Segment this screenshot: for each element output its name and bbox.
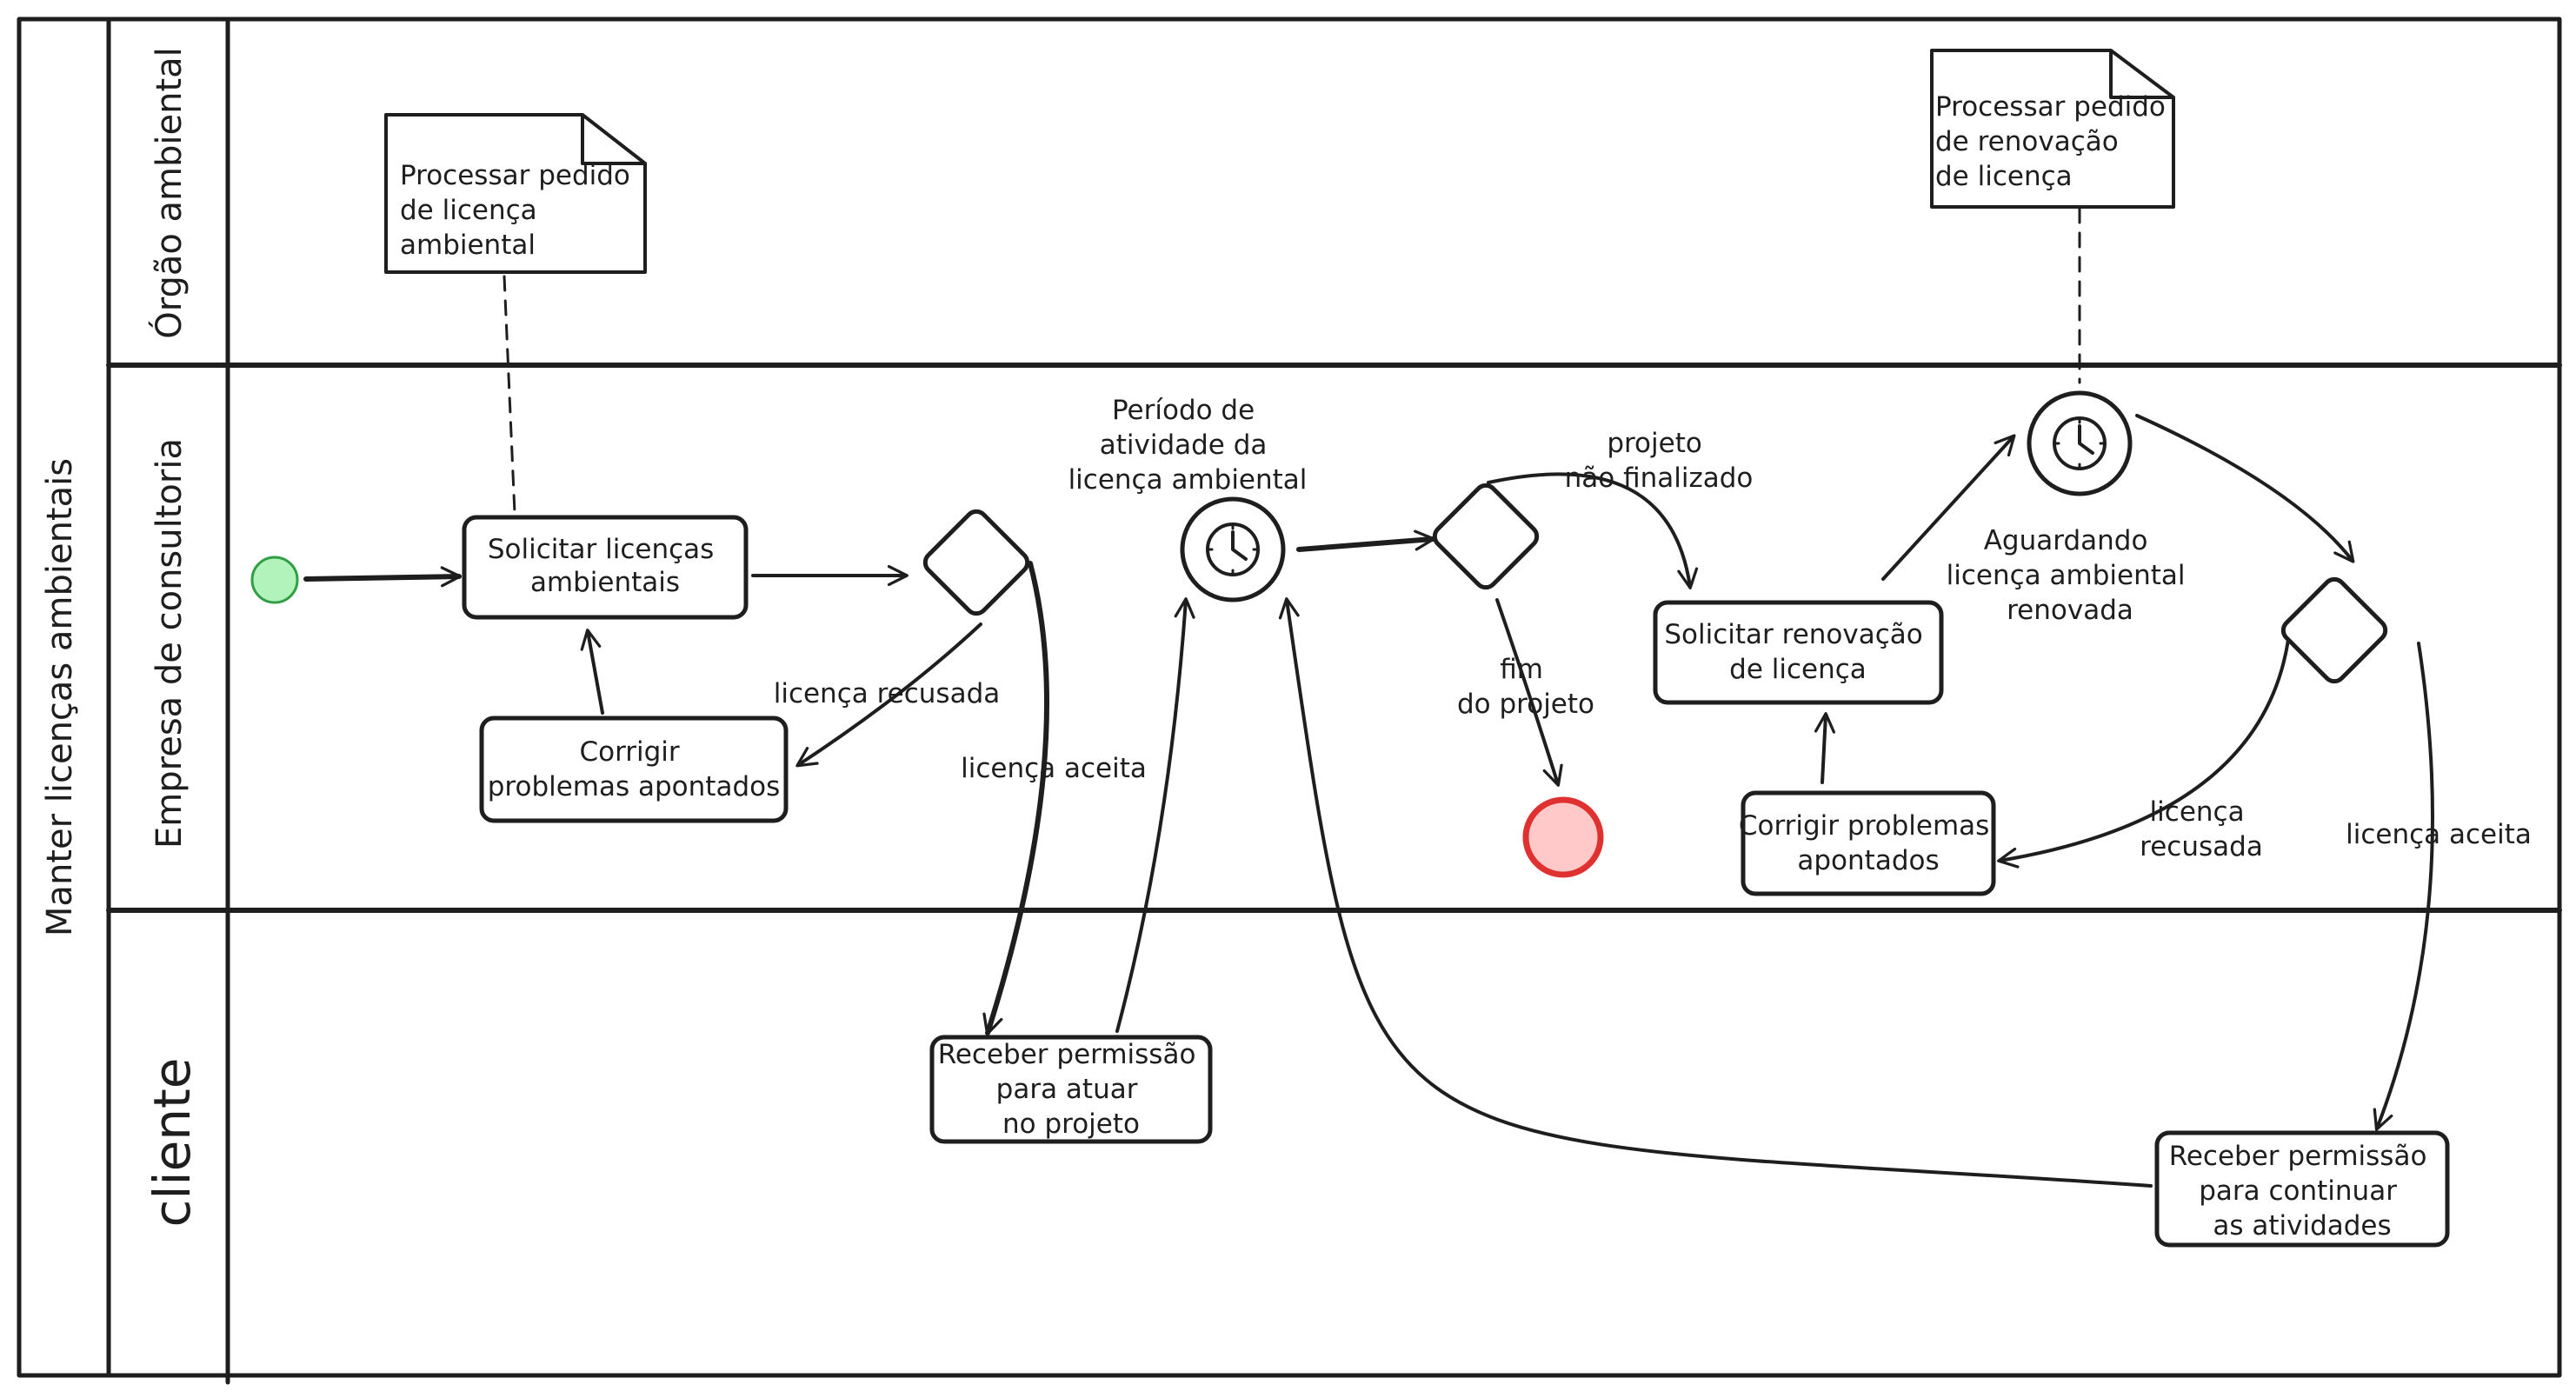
flow-gateway2-to-end[interactable] [1495,598,1563,787]
flow-start-to-solicitar[interactable] [303,566,462,588]
note-processar-pedido-renovacao[interactable] [1930,49,2175,209]
task-solicitar-licencas[interactable] [462,515,749,620]
flow-gateway2-nao-finalizado[interactable] [1487,472,1699,589]
note-processar-pedido-renovacao-label: Processar pedido de renovação de licença [1935,91,2174,192]
timer-event-1[interactable] [1180,496,1286,602]
task-solicitar-renovacao[interactable] [1653,600,1944,705]
timer-event-2-label: Aguardando licença ambiental renovada [1947,525,2194,626]
note-processar-pedido-licenca[interactable] [384,113,647,274]
task-receber-permissao-2[interactable] [2154,1130,2450,1248]
task-receber-permissao-2-label: Receber permissão para continuar as ativ… [2169,1141,2436,1242]
flow-receber2-to-timer1[interactable] [1278,597,2153,1188]
flow-gateway3-recusada[interactable] [1997,638,2290,869]
pool-frame [17,17,2562,1385]
flow-receber1-to-timer1[interactable] [1115,597,1195,1033]
lane-label-orgao: Órgão ambiental [148,47,190,339]
edge-label-projeto-nao-finalizado: projeto não finalizado [1565,428,1754,494]
task-solicitar-renovacao-label: Solicitar renovação de licença [1664,619,1931,685]
flow-gateway1-aceita[interactable] [982,561,1049,1035]
flow-timer1-to-gateway2[interactable] [1296,529,1435,552]
pool-label: Manter licenças ambientais [40,458,80,936]
lane-label-empresa: Empresa de consultoria [150,438,190,849]
flow-renovacao-to-timer2[interactable] [1881,434,2016,581]
timer-event-2[interactable] [2027,390,2133,496]
flow-gateway1-recusada[interactable] [795,622,982,768]
note-processar-pedido-licenca-label: Processar pedido de licença ambiental [400,160,639,261]
gateway-2[interactable] [1430,481,1541,591]
task-corrigir-problemas-2[interactable] [1741,790,1996,896]
edge-label-licenca-recusada-1: licença recusada [774,678,1001,709]
association-1 [503,275,516,515]
edge-label-fim-do-projeto: fim do projeto [1457,654,1594,720]
task-solicitar-licencas-label: Solicitar licenças ambientais [488,534,722,598]
edge-label-licenca-recusada-2: licença recusada [2140,796,2263,862]
flow-corrigir2-to-renovacao[interactable] [1814,712,1836,784]
flow-corrigir1-to-solicitar[interactable] [580,629,604,715]
timer-event-1-label: Período de atividade da licença ambienta… [1068,395,1308,496]
start-event[interactable] [250,556,299,604]
gateway-3[interactable] [2279,575,2389,685]
task-receber-permissao-1-label: Receber permissão para atuar no projeto [938,1039,1205,1140]
task-corrigir-problemas-2-label: Corrigir problemas apontados [1739,810,1998,876]
end-event[interactable] [1522,796,1604,878]
flow-gateway3-aceita[interactable] [2373,642,2434,1131]
gateway-1[interactable] [921,507,1031,617]
lane-label-cliente: cliente [143,1058,202,1228]
edge-label-licenca-aceita-1: licença aceita [961,753,1147,784]
task-receber-permissao-1[interactable] [929,1035,1213,1144]
task-corrigir-problemas-1-label: Corrigir problemas apontados [488,736,781,802]
flow-timer2-to-gateway3[interactable] [2135,414,2355,563]
edge-label-licenca-aceita-2: licença aceita [2346,819,2532,850]
task-corrigir-problemas-1[interactable] [479,716,789,823]
